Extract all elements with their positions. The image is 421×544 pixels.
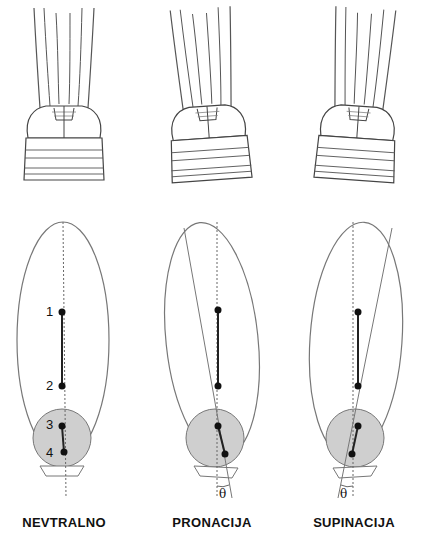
neutral-panel <box>17 222 109 498</box>
callout-number: 3 <box>46 418 53 431</box>
angle-label: θ <box>219 488 226 500</box>
panel-caption: PRONACIJA <box>172 516 251 529</box>
pronation-panel <box>154 218 270 498</box>
panel-caption: NEVTRALNO <box>22 516 106 529</box>
callout-number: 4 <box>46 446 53 459</box>
angle-label: θ <box>340 488 347 500</box>
callout-number: 1 <box>46 305 53 318</box>
supination-panel <box>302 219 410 498</box>
panel-caption: SUPINACIJA <box>313 516 395 529</box>
callout-number: 2 <box>46 379 53 392</box>
